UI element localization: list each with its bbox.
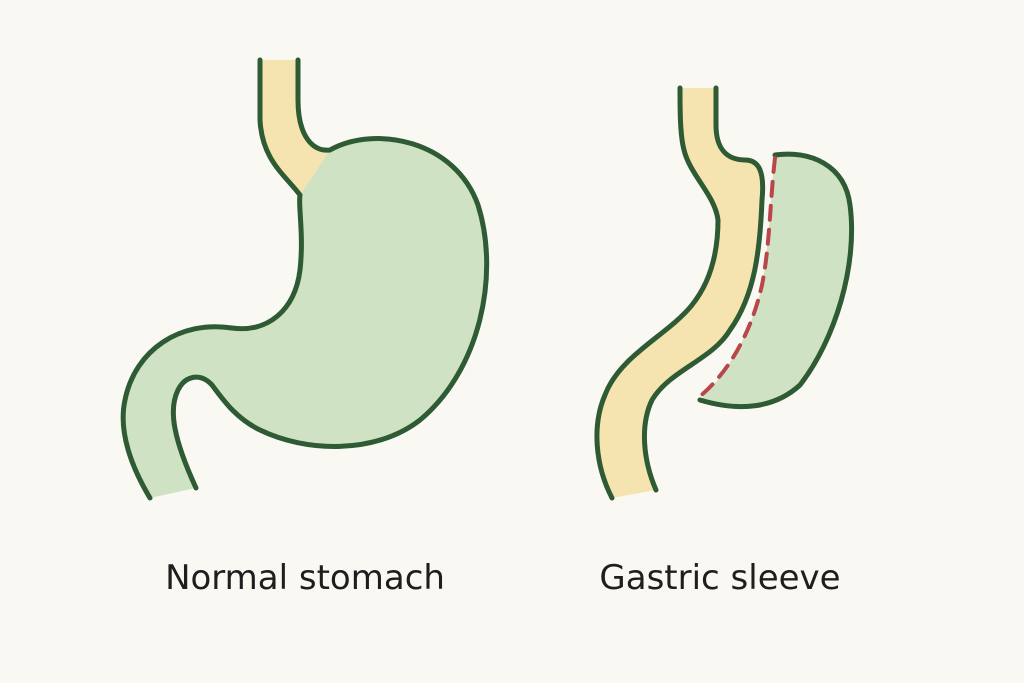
sleeve-cut-line: [696, 156, 777, 400]
normal-outline-left: [120, 57, 304, 501]
normal-stomach-illustration: [120, 57, 490, 501]
normal-stomach-body: [123, 138, 487, 498]
gastric-sleeve-label: Gastric sleeve: [599, 558, 841, 598]
sleeve-tube: [596, 88, 763, 498]
normal-esophagus: [260, 60, 330, 195]
sleeve-outline-right: [641, 85, 766, 493]
normal-stomach-label: Normal stomach: [165, 558, 445, 598]
sleeve-removed-portion: [700, 154, 852, 407]
sleeve-outline-left: [594, 85, 721, 501]
sleeve-removed-outline: [697, 151, 855, 410]
gastric-sleeve-illustration: [594, 85, 855, 501]
normal-outline-right: [170, 57, 490, 491]
